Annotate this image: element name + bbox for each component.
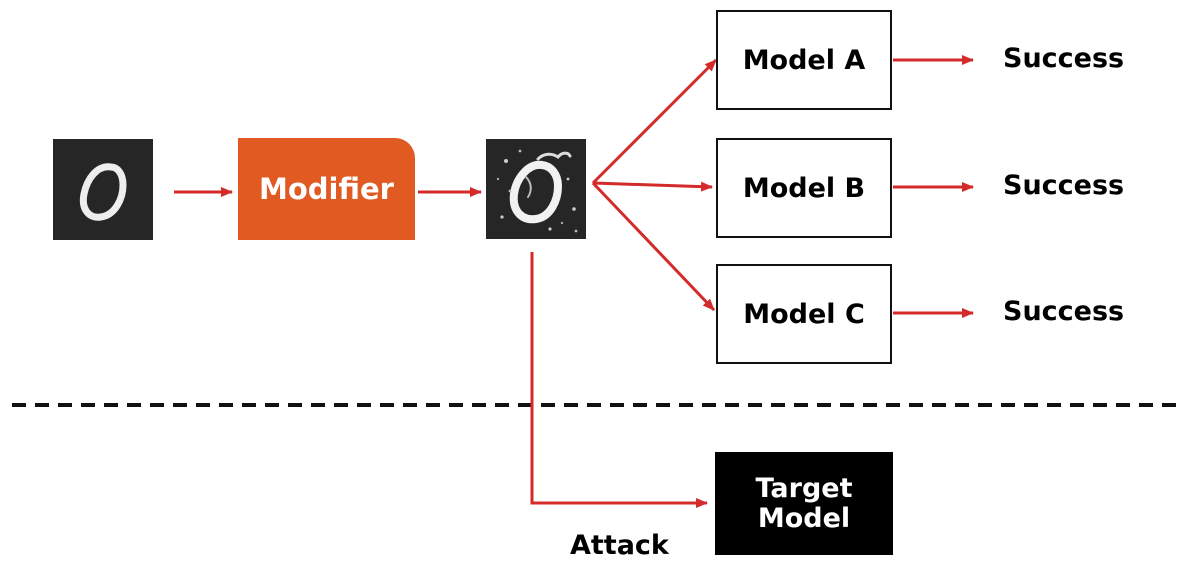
modifier-label: Modifier bbox=[259, 172, 394, 206]
arrow-adversarial-to-model-b bbox=[592, 181, 713, 192]
input-image bbox=[53, 139, 153, 240]
model-c-box: Model C bbox=[716, 264, 892, 364]
arrow-adversarial-to-model-a bbox=[591, 58, 718, 185]
model-b-label: Model B bbox=[742, 172, 866, 204]
attack-label: Attack bbox=[570, 530, 669, 561]
target-model-label-line2: Model bbox=[757, 502, 851, 534]
model-a-label: Model A bbox=[742, 44, 866, 76]
handwritten-digit-zero-icon bbox=[79, 163, 127, 221]
model-c-result: Success bbox=[1003, 296, 1125, 327]
model-b-box: Model B bbox=[716, 138, 892, 238]
target-model-label-line1: Target bbox=[755, 472, 853, 504]
target-model-box: Target Model bbox=[715, 452, 893, 555]
modifier-box: Modifier bbox=[238, 138, 415, 240]
model-b-result: Success bbox=[1003, 170, 1125, 201]
model-a-box: Model A bbox=[716, 10, 892, 110]
adversarial-image bbox=[486, 139, 586, 239]
model-c-label: Model C bbox=[743, 298, 865, 330]
arrow-attack-to-target bbox=[530, 252, 708, 508]
noisy-digit-zero-icon bbox=[496, 149, 578, 233]
model-a-result: Success bbox=[1003, 43, 1125, 74]
arrow-adversarial-to-model-c bbox=[591, 181, 716, 312]
